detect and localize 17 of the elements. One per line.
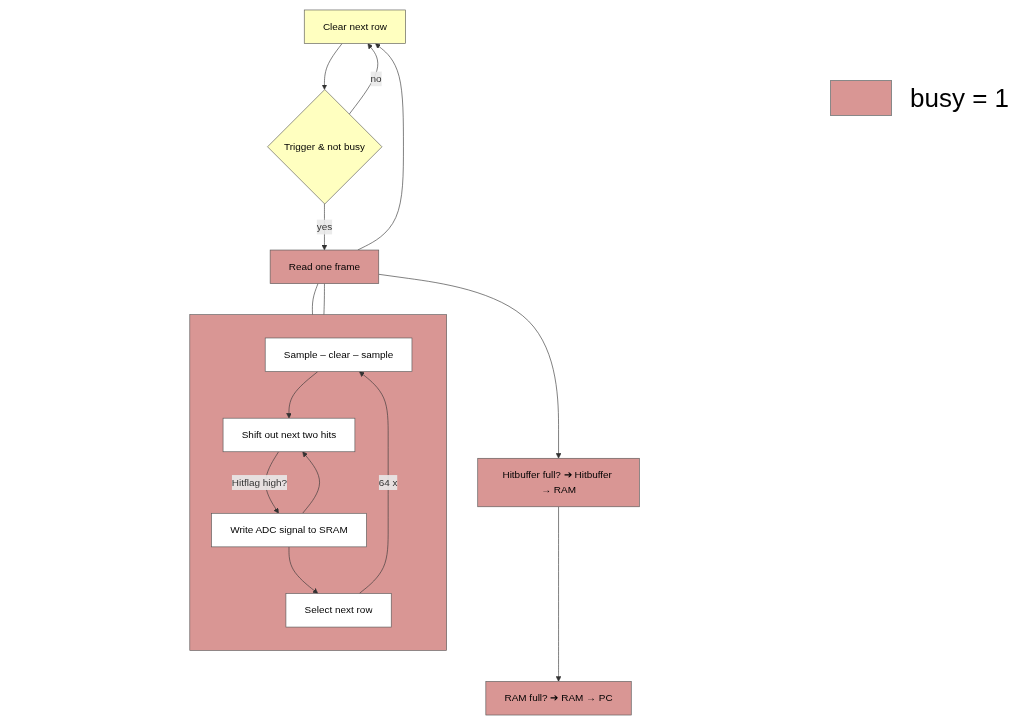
node-box: Select next row [286, 593, 392, 628]
legend-label: busy = 1 [910, 82, 1009, 114]
cluster [189, 314, 448, 651]
edge-label: Hitflag high? [232, 476, 288, 488]
edge-label: yes [317, 221, 333, 232]
node-box: Shift out next two hits [223, 417, 356, 453]
connector [324, 283, 326, 315]
connector [312, 283, 319, 315]
node-diamond: Trigger & not busy [267, 89, 383, 205]
node-box: RAM full? ➔ RAM → PC [485, 681, 632, 716]
node-box: Write ADC signal to SRAM [211, 513, 368, 548]
edge-label: 64 x [379, 476, 398, 488]
edge-label: no [370, 73, 383, 84]
node-box: Sample – clear – sample [265, 337, 413, 372]
node-box: Clear next row [304, 9, 407, 44]
node-box: Read one frame [270, 249, 380, 284]
node-box: Hitbuffer full? ➔ Hitbuffer → RAM [477, 457, 641, 508]
